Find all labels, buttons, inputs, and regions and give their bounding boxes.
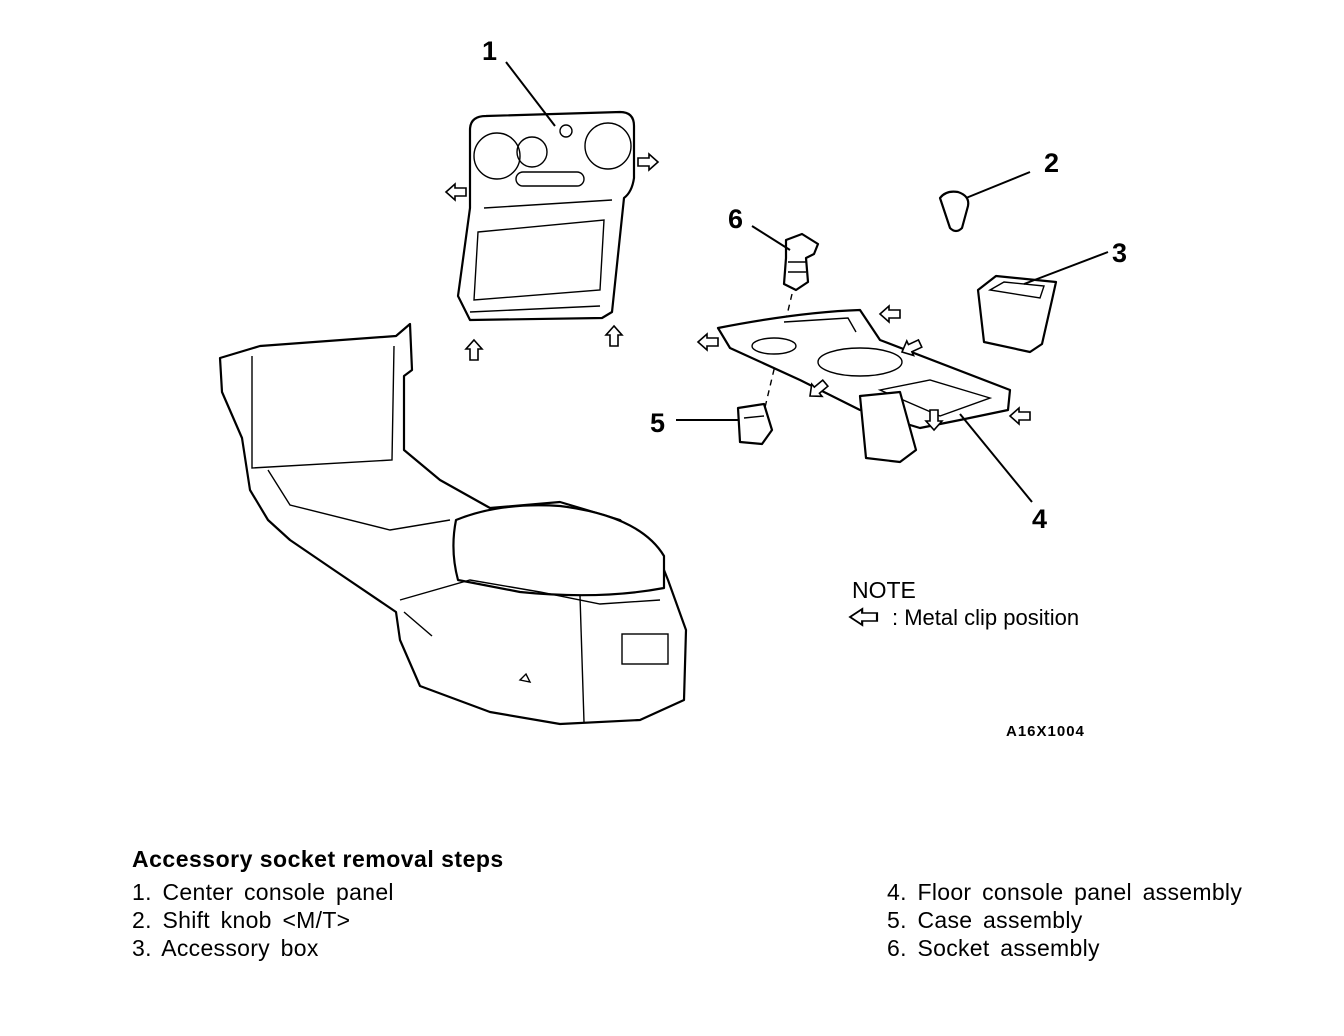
removal-steps: Accessory socket removal steps 1. Center…	[132, 846, 1322, 961]
accessory-box	[976, 274, 1058, 354]
step-item: 1. Center console panel	[132, 879, 394, 905]
callout-6: 6	[728, 204, 743, 234]
callout-4: 4	[1032, 504, 1047, 534]
case-assembly	[736, 402, 774, 446]
steps-right-column: 4. Floor console panel assembly 5. Case …	[887, 878, 1242, 962]
figure-code: A16X1004	[1006, 723, 1085, 740]
callout-1: 1	[482, 36, 497, 66]
note-legend: NOTE : Metal clip position	[848, 577, 1079, 630]
step-item: 6. Socket assembly	[887, 935, 1100, 961]
steps-title: Accessory socket removal steps	[132, 846, 504, 872]
exploded-diagram: 1 2 3 4 5 6 NOTE : Metal clip position A…	[218, 36, 1127, 740]
steps-left-column: 1. Center console panel 2. Shift knob <M…	[132, 878, 394, 962]
step-item: 2. Shift knob <M/T>	[132, 907, 351, 933]
note-text: : Metal clip position	[892, 605, 1079, 630]
floor-console-panel-assembly	[716, 308, 1012, 464]
center-console-panel	[456, 110, 636, 322]
hollow-arrow-icon	[848, 607, 879, 627]
shift-knob	[938, 190, 970, 233]
socket-assembly	[782, 232, 820, 292]
step-item: 5. Case assembly	[887, 907, 1083, 933]
step-item: 4. Floor console panel assembly	[887, 879, 1243, 905]
callout-3: 3	[1112, 238, 1127, 268]
step-item: 3. Accessory box	[132, 935, 319, 961]
leader-lines	[505, 61, 1109, 503]
diagram-canvas: 1 2 3 4 5 6 NOTE : Metal clip position A…	[218, 36, 1127, 740]
callout-2: 2	[1044, 148, 1059, 178]
floor-console-body	[218, 322, 688, 726]
callout-5: 5	[650, 408, 665, 438]
note-title: NOTE	[852, 577, 916, 603]
